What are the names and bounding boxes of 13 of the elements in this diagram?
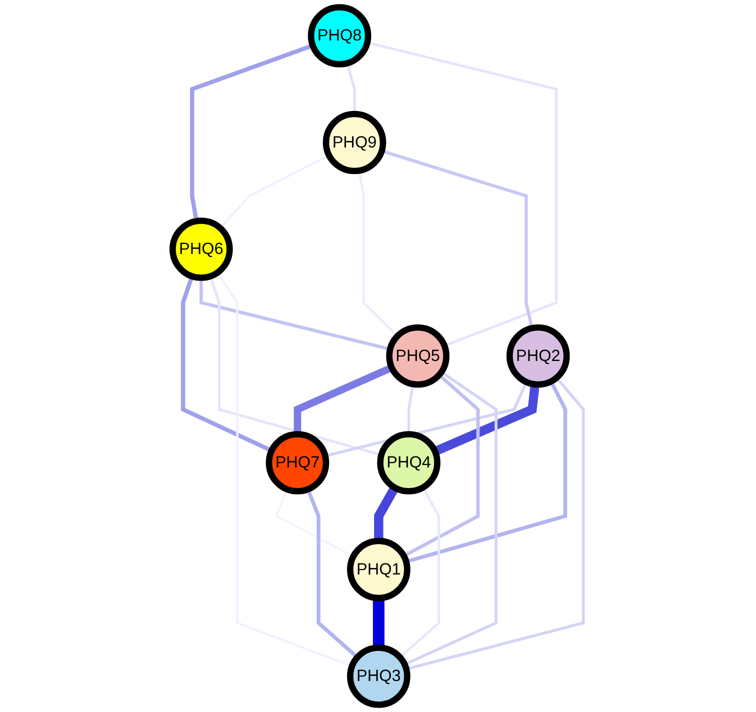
node-circle: PHQ9 bbox=[322, 110, 386, 174]
node-circle: PHQ6 bbox=[169, 218, 233, 281]
connector bbox=[190, 43, 314, 222]
node-circle: PHQ1 bbox=[347, 538, 410, 602]
connector bbox=[404, 370, 498, 666]
connector bbox=[372, 598, 384, 648]
node-circle: PHQ4 bbox=[377, 431, 440, 494]
node-circle: PHQ2 bbox=[506, 324, 570, 388]
connector bbox=[406, 376, 585, 670]
node-circle: PHQ7 bbox=[266, 431, 330, 494]
node-circle: PHQ5 bbox=[386, 324, 450, 388]
node-circle: PHQ3 bbox=[347, 644, 410, 708]
node-circle: PHQ8 bbox=[308, 4, 372, 68]
